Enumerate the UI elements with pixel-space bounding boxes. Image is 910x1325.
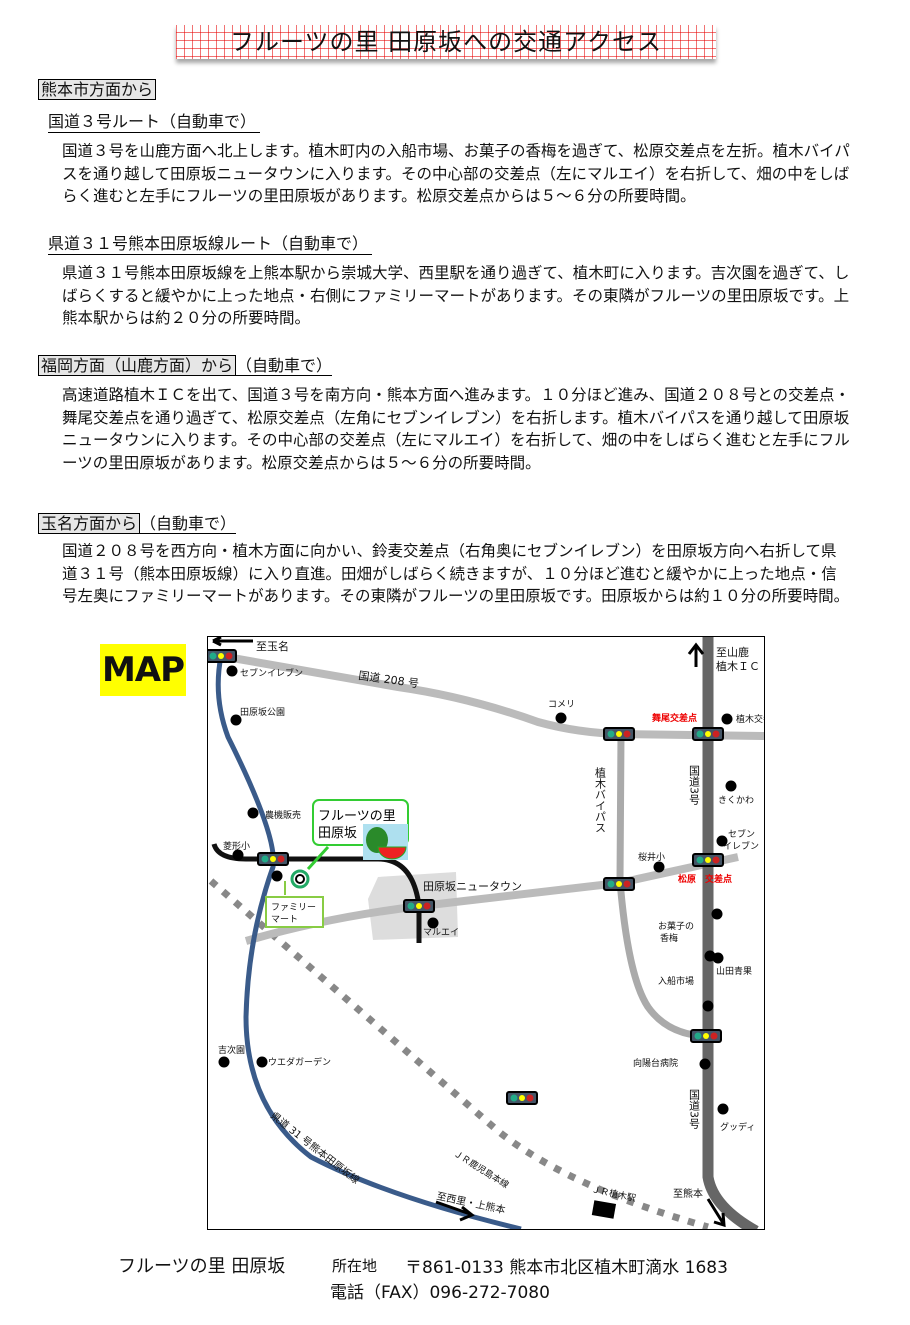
label-komeri: コメリ [548, 700, 575, 710]
label-park: 田原坂公園 [240, 707, 285, 718]
route-text: 国道３号を山鹿方面へ北上します。植木町内の入船市場、お菓子の香梅を過ぎて、松原交… [62, 142, 850, 205]
ueki-bypass-road [616, 733, 707, 1040]
label-jr-line: ＪＲ鹿児島本線 [451, 1147, 511, 1191]
route-208-road [220, 652, 764, 740]
label-fruits-2: 田原坂 [318, 826, 357, 841]
section-tamana: 玉名方面から（自動車で） [38, 510, 237, 534]
footer-address-label: 所在地 [332, 1257, 378, 1275]
landmark-dot-icon [653, 861, 665, 873]
label-yamada: 山田青果 [716, 965, 752, 977]
label-koban: 植木交番 [736, 713, 764, 725]
traffic-signal-icon [403, 899, 435, 913]
label-kobai-1: お菓子の [658, 920, 694, 932]
arrow-down-icon [706, 1198, 726, 1228]
footer-address: 〒861-0133 熊本市北区植木町滴水 1683 [405, 1258, 728, 1278]
jr-station-icon [591, 1200, 617, 1219]
section-fukuoka: 福岡方面（山鹿方面）から（自動車で） [38, 352, 333, 376]
traffic-signal-icon [692, 727, 724, 741]
landmark-dot-icon [716, 835, 728, 847]
landmark-dot-icon [721, 713, 733, 725]
page-title: フルーツの里 田原坂への交通アクセス [176, 25, 716, 59]
label-maio-crossing: 舞尾交差点 [652, 712, 697, 724]
label-newtown: 田原坂ニュータウン [423, 880, 522, 893]
map-canvas: 至玉名 至山鹿 植木ＩＣ 国道 208 号 セブンイレブン 田原坂公園 コメリ … [208, 637, 764, 1229]
label-school: 菱形小 [223, 840, 250, 852]
label-fruits-1: フルーツの里 [318, 809, 396, 824]
traffic-signal-icon [603, 877, 635, 891]
label-hospital: 向陽台病院 [633, 1057, 678, 1069]
landmark-dot-icon [226, 665, 238, 677]
label-seven-1: セブン [728, 828, 755, 840]
arrow-right-icon [435, 1200, 475, 1222]
arrow-up-icon [687, 642, 705, 667]
label-irifune: 入船市場 [658, 975, 694, 987]
label-sakurai: 桜井小 [638, 851, 665, 863]
landmark-dot-icon [725, 780, 737, 792]
landmark-dot-icon [427, 917, 439, 929]
label-seven-eleven: セブンイレブン [240, 667, 303, 679]
label-ueda-garden: ウエダガーデン [268, 1056, 331, 1068]
label-to-kumamoto: 至熊本 [673, 1187, 703, 1200]
footer-name: フルーツの里 田原坂 [118, 1256, 286, 1277]
label-kobai-2: 香梅 [660, 932, 678, 944]
traffic-signal-icon [208, 649, 237, 663]
landmark-dot-icon [712, 952, 724, 964]
section-text: 国道２０８号を西方向・植木方面に向かい、鈴麦交差点（右角奥にセブンイレブン）を田… [62, 542, 850, 605]
section-suffix: （自動車で） [236, 356, 333, 376]
section-suffix: （自動車で） [140, 514, 237, 534]
landmark-dot-icon [555, 712, 567, 724]
landmark-dot-icon [218, 1056, 230, 1068]
label-to-tamana: 至玉名 [256, 639, 289, 653]
section-heading: 熊本市方面から [38, 79, 157, 100]
fruits-location-icon [290, 869, 310, 889]
label-yoshitsugu: 吉次園 [218, 1044, 245, 1056]
arrow-left-icon [212, 637, 253, 647]
landmark-dot-icon [247, 807, 259, 819]
callout-pointer [306, 845, 330, 871]
section-heading: 福岡方面（山鹿方面）から [38, 355, 237, 376]
label-pref-31: 県道 31 号熊本田原坂線 [268, 1109, 362, 1186]
section-kumamoto: 熊本市方面から [38, 76, 157, 100]
label-guddy: グッディ [720, 1121, 755, 1133]
label-to-yamaga: 至山鹿 [716, 645, 749, 659]
route-heading: 県道３１号熊本田原坂線ルート（自動車で） [48, 230, 373, 255]
label-famima-2: マート [271, 915, 298, 925]
label-ueki-ic: 植木ＩＣ [716, 659, 760, 673]
route-3-road [702, 637, 759, 1229]
famima-box [265, 881, 324, 928]
landmark-dot-icon [271, 870, 283, 882]
label-kikukawa: きくかわ [718, 795, 754, 806]
pref-31-road [215, 655, 522, 1229]
traffic-signal-icon [506, 1091, 538, 1105]
landmark-dot-icon [232, 849, 244, 861]
traffic-signal-icon [692, 853, 724, 867]
label-route-3-lower: 国道3号 [688, 1089, 701, 1130]
traffic-signal-icon [257, 852, 289, 866]
route-heading: 国道３号ルート（自動車で） [48, 108, 261, 133]
section-text: 高速道路植木ＩＣを出て、国道３号を南方向・熊本方面へ進みます。１０分ほど進み、国… [62, 386, 851, 472]
landmark-dot-icon [699, 1058, 711, 1070]
label-seven-2: イレブン [723, 840, 759, 852]
label-maruei: マルエイ [423, 928, 459, 938]
landmark-dot-icon [256, 1056, 268, 1068]
label-matsubara-crossing: 松原 交差点 [678, 873, 732, 885]
section-heading: 玉名方面から [38, 513, 141, 534]
map-badge: MAP [100, 644, 186, 696]
landmark-dot-icon [230, 714, 242, 726]
label-bypass: 植木バイパス [594, 766, 607, 833]
traffic-signal-icon [690, 1029, 722, 1043]
label-famima-1: ファミリー [271, 903, 316, 913]
route-text: 県道３１号熊本田原坂線を上熊本駅から崇城大学、西里駅を通り過ぎて、植木町に入りま… [62, 264, 850, 327]
label-route-3: 国道3号 [688, 765, 701, 806]
landmark-dot-icon [711, 908, 723, 920]
access-map: 至玉名 至山鹿 植木ＩＣ 国道 208 号 セブンイレブン 田原坂公園 コメリ … [207, 636, 765, 1230]
traffic-signal-icon [603, 727, 635, 741]
label-noki: 農機販売 [265, 809, 301, 821]
landmark-dot-icon [702, 1000, 714, 1012]
landmark-dot-icon [717, 1103, 729, 1115]
footer-phone: 電話（FAX）096-272-7080 [330, 1283, 550, 1303]
